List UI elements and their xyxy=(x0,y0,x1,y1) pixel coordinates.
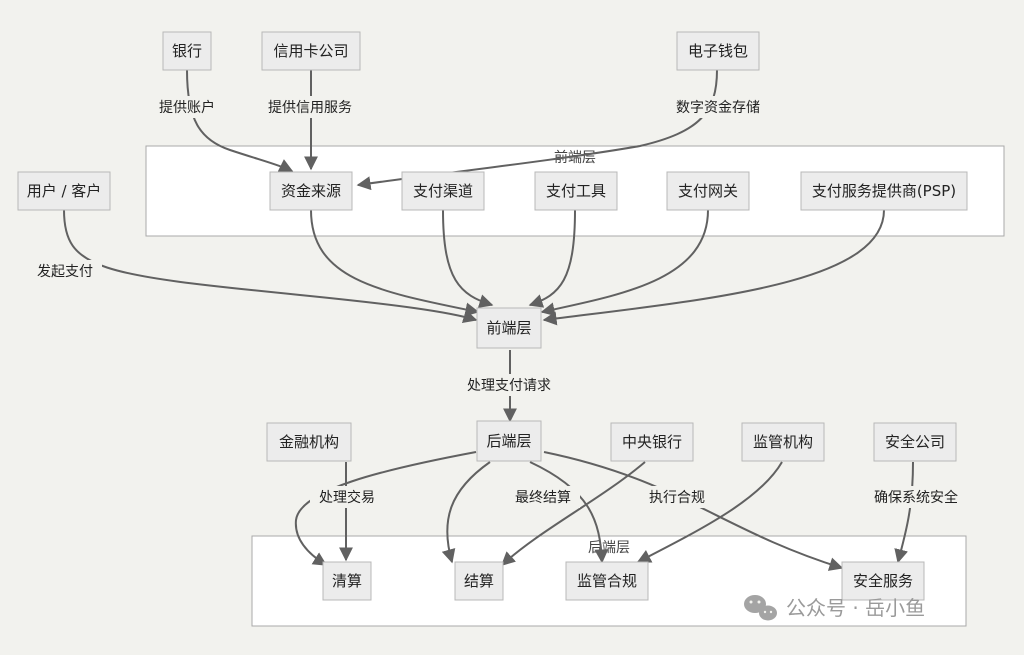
svg-text:监管机构: 监管机构 xyxy=(753,433,813,451)
edge-label-digital-storage: 数字资金存储 xyxy=(666,96,770,118)
edge-channel-frontend xyxy=(442,209,494,308)
edge-label-provide-credit: 提供信用服务 xyxy=(258,96,362,118)
svg-text:支付网关: 支付网关 xyxy=(678,182,738,200)
svg-text:清算: 清算 xyxy=(332,572,362,590)
edge-gateway-frontend xyxy=(540,209,709,317)
edge-securityco-service xyxy=(894,461,914,564)
svg-text:确保系统安全: 确保系统安全 xyxy=(874,489,958,506)
svg-text:银行: 银行 xyxy=(172,42,202,60)
watermark: 公众号 · 岳小鱼 xyxy=(744,595,925,621)
edge-backend-compliance xyxy=(529,461,609,564)
svg-text:提供账户: 提供账户 xyxy=(159,99,215,116)
svg-text:支付渠道: 支付渠道 xyxy=(413,182,473,200)
svg-text:安全服务: 安全服务 xyxy=(853,572,913,590)
node-funding-source: 资金来源 xyxy=(269,171,353,211)
svg-text:前端层: 前端层 xyxy=(486,319,531,337)
svg-text:处理支付请求: 处理支付请求 xyxy=(467,378,551,394)
edge-label-process-request: 处理支付请求 xyxy=(456,374,562,396)
node-psp: 支付服务提供商(PSP) xyxy=(800,171,968,211)
node-backend-layer: 后端层 xyxy=(476,420,542,462)
svg-text:支付工具: 支付工具 xyxy=(546,182,606,200)
wechat-icon xyxy=(744,595,777,621)
node-payment-channel: 支付渠道 xyxy=(401,171,485,211)
node-clearing: 清算 xyxy=(322,561,372,601)
node-compliance: 监管合规 xyxy=(565,561,649,601)
edges xyxy=(63,69,914,571)
edge-tool-frontend xyxy=(528,209,576,308)
edge-label-process-transaction: 处理交易 xyxy=(310,486,384,508)
edge-regulator-compliance xyxy=(636,461,783,563)
svg-text:最终结算: 最终结算 xyxy=(515,490,571,506)
edge-user-frontend xyxy=(63,209,478,323)
edge-centralbank-settlement xyxy=(500,461,646,566)
svg-text:结算: 结算 xyxy=(464,572,494,590)
svg-text:处理交易: 处理交易 xyxy=(319,489,375,506)
svg-text:提供信用服务: 提供信用服务 xyxy=(268,100,352,116)
svg-text:电子钱包: 电子钱包 xyxy=(688,42,748,60)
edge-label-final-settlement: 最终结算 xyxy=(506,486,580,508)
node-payment-tool: 支付工具 xyxy=(534,171,618,211)
node-e-wallet: 电子钱包 xyxy=(676,31,760,71)
svg-text:监管合规: 监管合规 xyxy=(577,572,637,590)
svg-text:后端层: 后端层 xyxy=(486,432,531,450)
node-security-company: 安全公司 xyxy=(873,422,957,462)
node-credit-card-company: 信用卡公司 xyxy=(261,31,361,71)
svg-text:用户 / 客户: 用户 / 客户 xyxy=(27,182,102,200)
edge-psp-frontend xyxy=(542,209,885,326)
svg-text:安全公司: 安全公司 xyxy=(885,433,945,451)
node-payment-gateway: 支付网关 xyxy=(666,171,750,211)
edge-label-enforce-compliance: 执行合规 xyxy=(640,486,714,508)
svg-text:执行合规: 执行合规 xyxy=(649,490,705,506)
edge-label-ensure-security: 确保系统安全 xyxy=(864,486,968,508)
backend-group-title: 后端层 xyxy=(588,540,630,556)
node-regulator: 监管机构 xyxy=(741,422,825,462)
watermark-text: 公众号 · 岳小鱼 xyxy=(786,596,925,620)
node-central-bank: 中央银行 xyxy=(610,422,694,462)
svg-text:资金来源: 资金来源 xyxy=(281,182,341,200)
edge-label-provide-account: 提供账户 xyxy=(150,96,224,118)
svg-text:数字资金存储: 数字资金存储 xyxy=(676,100,760,116)
svg-text:信用卡公司: 信用卡公司 xyxy=(273,42,348,60)
node-security-service: 安全服务 xyxy=(841,561,925,601)
svg-text:中央银行: 中央银行 xyxy=(622,433,682,451)
node-frontend-layer: 前端层 xyxy=(476,307,542,349)
edge-backend-settlement xyxy=(441,461,491,564)
frontend-group-title: 前端层 xyxy=(554,149,596,166)
node-settlement: 结算 xyxy=(454,561,504,601)
edge-backend-clearing xyxy=(294,451,477,566)
edge-label-initiate-payment: 发起支付 xyxy=(28,260,102,282)
node-user-customer: 用户 / 客户 xyxy=(17,171,111,211)
svg-text:金融机构: 金融机构 xyxy=(279,433,339,451)
svg-text:发起支付: 发起支付 xyxy=(37,264,93,280)
edge-funding-frontend xyxy=(310,209,480,317)
node-financial-institution: 金融机构 xyxy=(266,422,352,462)
node-bank: 银行 xyxy=(162,31,212,71)
svg-text:支付服务提供商(PSP): 支付服务提供商(PSP) xyxy=(812,182,956,200)
